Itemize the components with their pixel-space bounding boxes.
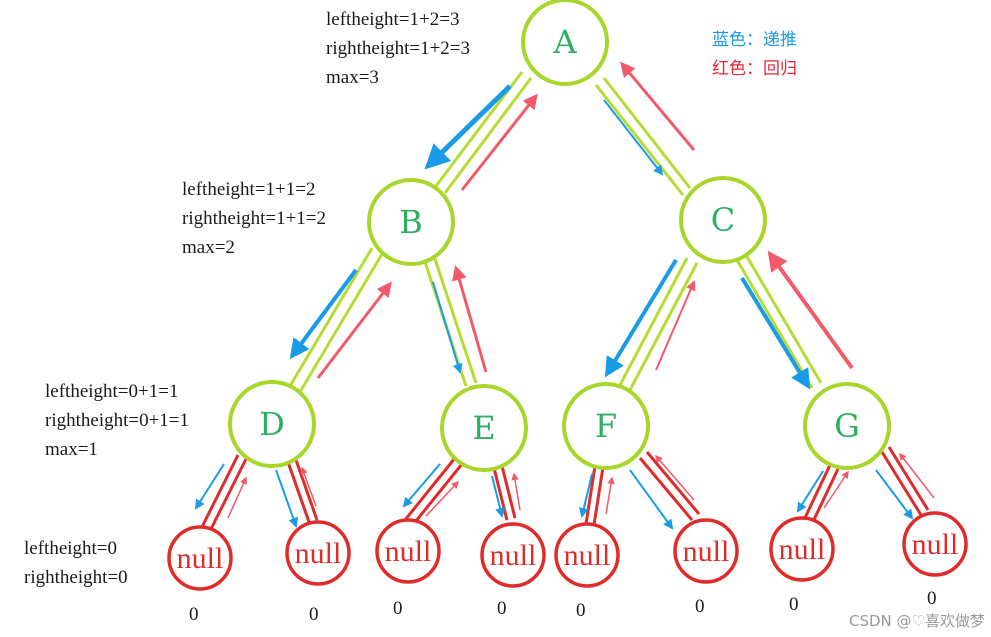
note-node-d: leftheight=0+1=1 rightheight=0+1=1 max=1	[45, 377, 189, 464]
note-leftheight: leftheight=0	[24, 538, 118, 559]
arrow-g-to-left-null	[796, 470, 824, 513]
null-label: null	[779, 533, 826, 566]
arrow-b-to-d	[289, 268, 358, 360]
arrow-a-to-c	[603, 99, 664, 176]
note-rightheight: rightheight=1+1=2	[182, 208, 327, 229]
node-f: F	[562, 382, 650, 470]
arrow-left-null-to-e	[425, 480, 460, 517]
edge-d-null	[200, 454, 319, 532]
note-rightheight: rightheight=1+2=3	[326, 38, 471, 59]
node-g-label: G	[834, 407, 860, 445]
arrow-f-to-left-null	[578, 473, 593, 518]
null-node: null	[167, 525, 233, 591]
node-b-label: B	[399, 203, 423, 241]
null-label: null	[177, 542, 224, 575]
note-max: max=1	[45, 439, 98, 460]
null-label: null	[385, 535, 432, 568]
arrow-right-null-to-d	[300, 466, 317, 507]
legend-red: 红色：回归	[712, 59, 797, 79]
null-label: null	[683, 535, 730, 568]
zero-value: 0	[695, 596, 705, 617]
null-node: null	[902, 511, 968, 577]
null-label: null	[490, 539, 537, 572]
arrow-c-to-f	[604, 258, 678, 378]
arrow-b-to-e	[432, 281, 463, 374]
arrow-right-null-to-f	[655, 454, 695, 501]
note-rightheight: rightheight=0+1=1	[45, 410, 190, 431]
null-node: null	[285, 520, 351, 586]
null-label: null	[295, 537, 342, 570]
edge-c-f	[618, 257, 699, 391]
arrow-c-to-g	[740, 276, 811, 390]
arrow-d-to-b	[316, 281, 392, 379]
node-g: G	[803, 382, 891, 470]
zero-value: 0	[927, 588, 937, 609]
edge-c-g	[735, 254, 823, 389]
null-label: null	[564, 539, 611, 572]
null-label: null	[912, 528, 959, 561]
arrow-g-to-right-null	[875, 469, 914, 520]
node-c-label: C	[711, 201, 735, 239]
zero-value: 0	[576, 600, 586, 621]
note-leaf: leftheight=0 rightheight=0	[24, 534, 128, 592]
edge-g-null	[801, 446, 930, 527]
null-node: null	[554, 522, 620, 588]
recursion-arrows	[194, 84, 914, 530]
note-leftheight: leftheight=0+1=1	[45, 381, 179, 402]
arrow-f-to-c	[655, 280, 696, 371]
legend: 蓝色：递推 红色：回归	[712, 26, 797, 84]
edge-b-e	[423, 258, 478, 387]
arrow-d-to-right-null	[275, 469, 299, 528]
zero-value: 0	[189, 604, 199, 625]
node-e-label: E	[472, 409, 495, 447]
arrow-left-null-to-d	[227, 476, 247, 519]
null-node: null	[673, 518, 739, 584]
zero-value: 0	[393, 598, 403, 619]
arrow-g-to-c	[767, 250, 854, 370]
note-leftheight: leftheight=1+1=2	[182, 179, 316, 200]
arrow-right-null-to-g	[899, 452, 935, 499]
note-node-a: leftheight=1+2=3 rightheight=1+2=3 max=3	[326, 5, 470, 92]
note-rightheight: rightheight=0	[24, 567, 128, 588]
arrow-d-to-left-null	[194, 463, 225, 510]
node-e: E	[440, 384, 528, 472]
zero-value: 0	[309, 604, 319, 625]
zero-value: 0	[789, 594, 799, 615]
node-d: D	[228, 380, 316, 468]
watermark: CSDN @♡喜欢做梦	[849, 612, 985, 630]
arrow-e-to-right-null	[491, 475, 505, 518]
null-node: null	[480, 522, 546, 588]
null-node: null	[769, 516, 835, 582]
zero-value: 0	[497, 598, 507, 619]
edge-a-c	[594, 77, 692, 196]
node-a-label: A	[552, 23, 577, 61]
note-max: max=2	[182, 237, 235, 258]
arrow-a-to-b	[424, 84, 512, 170]
node-a: A	[521, 0, 609, 86]
arrow-b-to-a	[460, 93, 538, 191]
node-b: B	[367, 178, 455, 266]
edge-b-d	[288, 247, 384, 393]
note-max: max=3	[326, 67, 379, 88]
arrow-f-to-right-null	[629, 469, 674, 530]
note-leftheight: leftheight=1+2=3	[326, 9, 460, 30]
legend-blue: 蓝色：递推	[712, 30, 797, 50]
arrow-right-null-to-e	[511, 472, 521, 511]
null-node: null	[375, 518, 441, 584]
arrow-e-to-b	[452, 265, 488, 373]
node-c: C	[679, 176, 767, 264]
node-f-label: F	[595, 407, 617, 445]
arrow-c-to-a	[620, 61, 696, 151]
arrow-e-to-left-null	[402, 463, 441, 508]
arrow-left-null-to-g	[823, 470, 849, 509]
node-d-label: D	[259, 405, 285, 443]
return-arrows	[227, 61, 935, 519]
note-node-b: leftheight=1+1=2 rightheight=1+1=2 max=2	[182, 175, 326, 262]
arrow-left-null-to-f	[605, 476, 615, 515]
